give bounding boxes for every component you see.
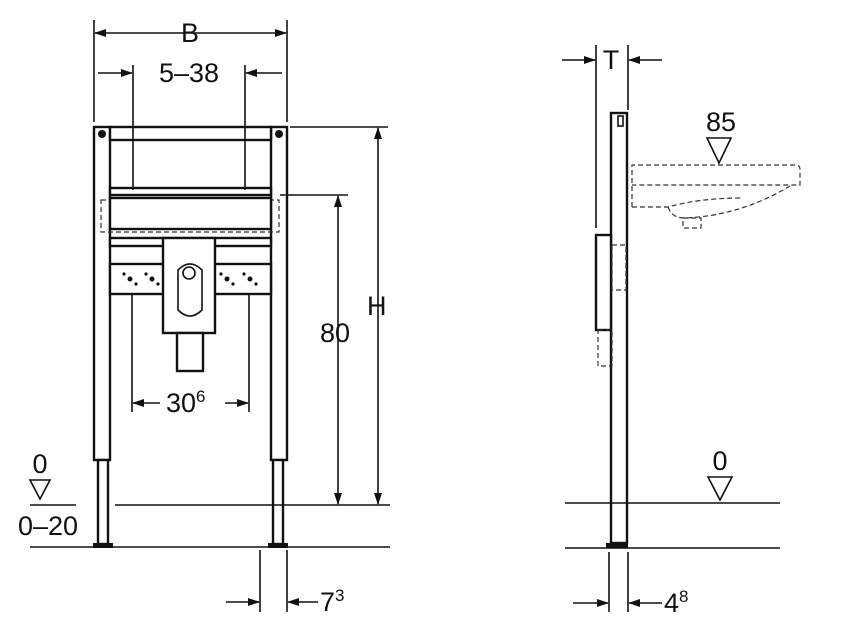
front-view-frame — [92, 125, 289, 548]
front-dimension-lines — [28, 20, 390, 612]
height-80-label: 80 — [320, 318, 350, 348]
foot-width-label: 73 — [320, 586, 345, 617]
floor-range-label: 0–20 — [18, 511, 78, 541]
side-floor-level-label: 0 — [712, 446, 727, 476]
width-label: B — [181, 18, 199, 48]
drain-spacing-label: 306 — [166, 387, 206, 418]
side-dimension-lines — [562, 45, 780, 612]
side-view-frame — [594, 111, 801, 548]
basin-height-label: 85 — [706, 107, 736, 137]
height-label: H — [367, 291, 387, 321]
basin-outline — [631, 164, 801, 229]
floor-level-label: 0 — [32, 449, 47, 479]
depth-label: T — [603, 45, 620, 75]
foot-depth-label: 48 — [664, 587, 689, 618]
spacing-label: 5–38 — [159, 58, 219, 88]
